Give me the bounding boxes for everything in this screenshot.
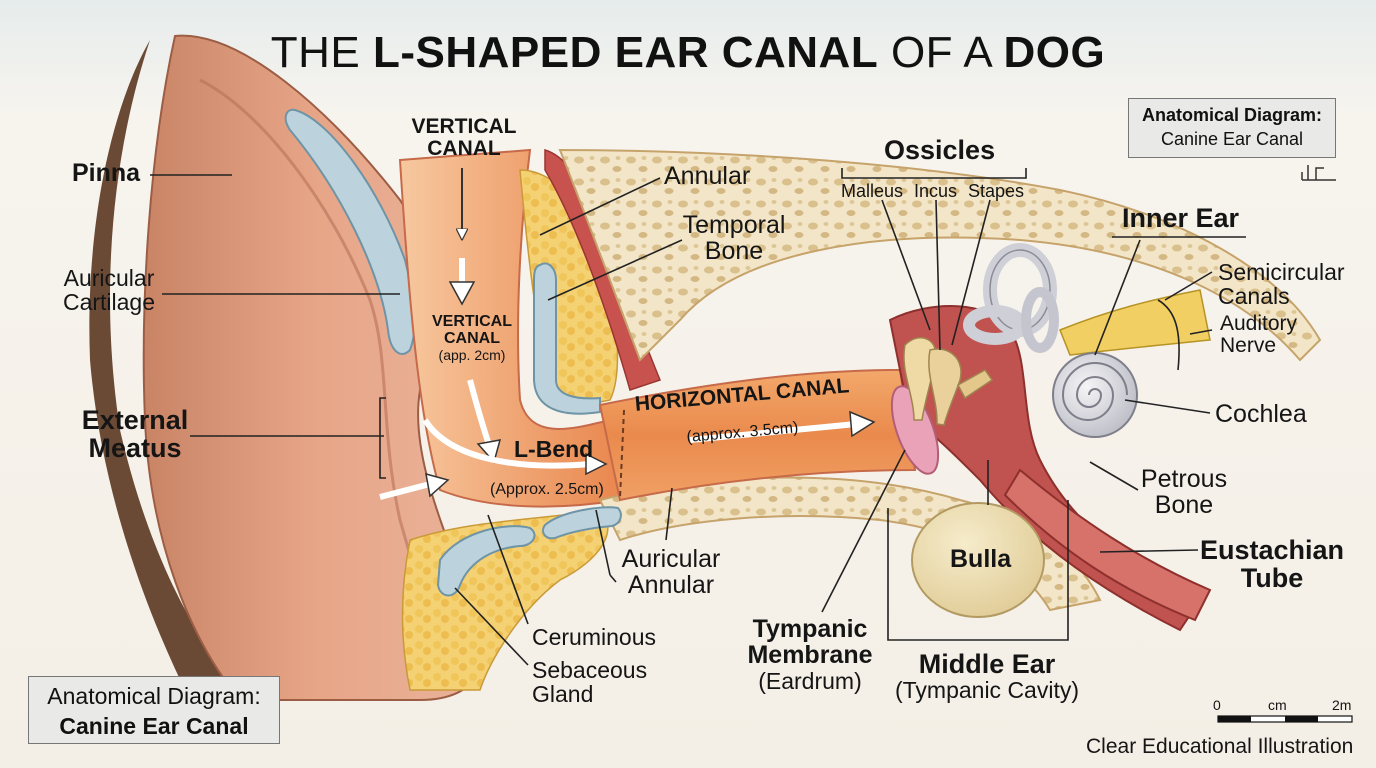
annular-cartilage-lower — [542, 506, 622, 540]
footer-caption: Clear Educational Illustration — [1086, 735, 1354, 758]
scale-bar — [1217, 715, 1353, 723]
label-l-bend: L-Bend — [514, 436, 594, 462]
vertical-canal-arrow-upper-head — [448, 281, 476, 306]
label-pinna: Pinna — [72, 159, 141, 187]
auricular-cartilage-lower — [436, 525, 536, 597]
eustachian-tube-shape — [1003, 468, 1212, 622]
vertical-canal-arrow-lower-head — [476, 439, 502, 464]
label-ossicles: Ossicles — [884, 135, 996, 165]
entry-arrow-head — [425, 472, 450, 498]
label-ceruminous: Ceruminous — [532, 624, 656, 650]
bulla-shape — [911, 502, 1045, 618]
label-stapes: Stapes — [968, 181, 1025, 201]
label-l-bend-size: (Approx. 2.5cm) — [490, 481, 604, 498]
label-annular: Annular — [664, 162, 751, 190]
logo-mark — [1301, 165, 1336, 181]
annular-cartilage-upper — [533, 262, 601, 415]
malleus-shape — [903, 337, 937, 421]
label-bulla: Bulla — [950, 545, 1012, 573]
l-bend-arrow-head — [585, 452, 608, 476]
temporal-bone-shape — [558, 148, 1322, 362]
title-box-top: Anatomical Diagram: Canine Ear Canal — [1128, 98, 1336, 158]
tympanic-membrane-shape — [890, 385, 940, 475]
l-bend-divider — [619, 409, 625, 499]
scale-start: 0 — [1213, 697, 1221, 713]
l-bend-arrow — [422, 418, 591, 469]
semicircular-canals-shape — [963, 243, 1059, 353]
horizontal-canal-arrow — [689, 421, 857, 443]
fur — [89, 40, 251, 700]
label-cochlea: Cochlea — [1215, 400, 1307, 428]
entry-arrow — [379, 481, 431, 500]
scale-mid: cm — [1268, 697, 1287, 713]
label-inner-ear: Inner Ear — [1122, 203, 1240, 233]
label-middle-ear: Middle Ear(Tympanic Cavity) — [894, 649, 1080, 704]
scale-end: 2m — [1332, 697, 1352, 713]
auditory-nerve-shape — [1059, 289, 1211, 356]
cochlea-shape — [1052, 352, 1138, 438]
auricular-cartilage-shape — [284, 108, 416, 355]
page-title: THE L-SHAPED EAR CANAL OF A DOG — [270, 28, 1106, 77]
title-box-bottom: Anatomical Diagram: Canine Ear Canal — [28, 676, 280, 744]
incus-shape — [928, 348, 962, 426]
leader-lines — [150, 168, 1246, 666]
label-malleus: Malleus — [841, 181, 904, 201]
horizontal-canal-arrow-head — [849, 410, 876, 438]
label-incus: Incus — [914, 181, 958, 201]
stapes-shape — [956, 369, 994, 400]
